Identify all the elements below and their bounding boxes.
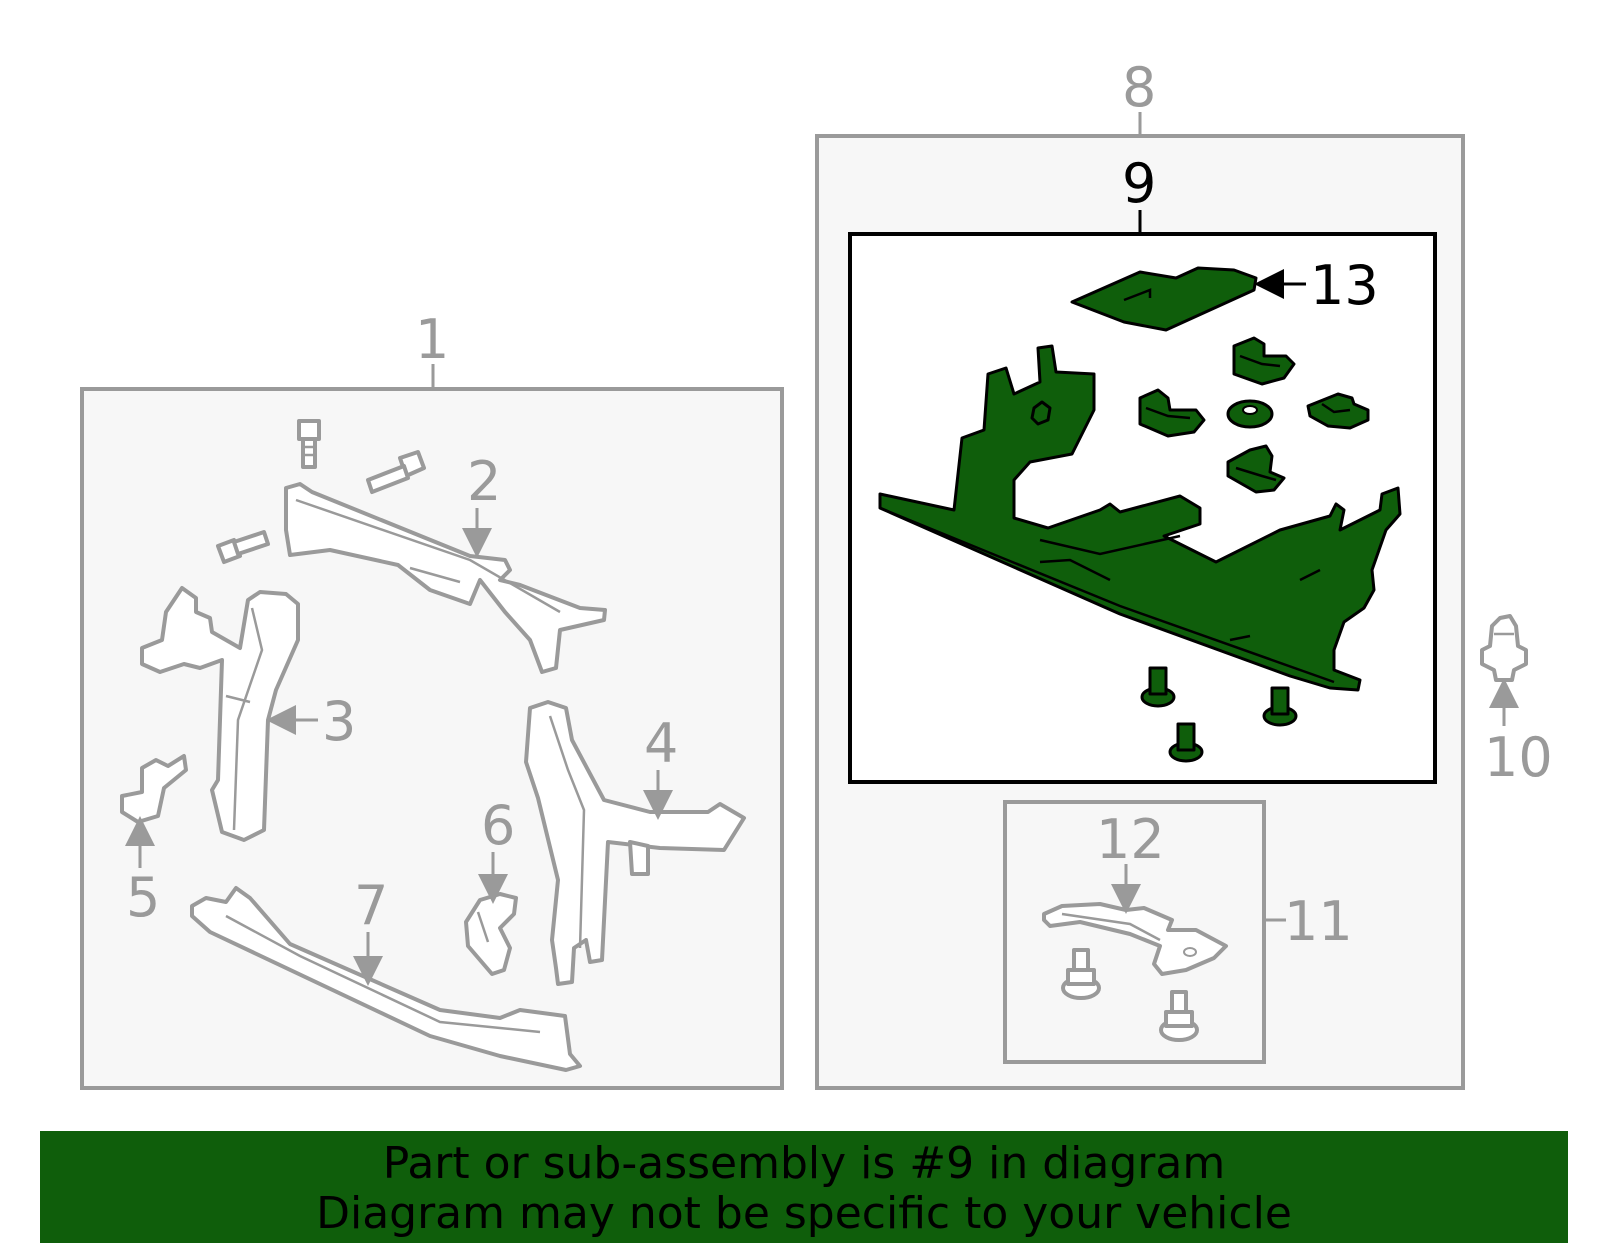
callout-3[interactable]: 3 — [322, 690, 356, 753]
part-4-right-side-member: 4 — [524, 700, 746, 986]
callout-6[interactable]: 6 — [481, 794, 515, 857]
assembly-box-1: 1 — [80, 308, 784, 1090]
part-9-air-baffle — [878, 344, 1402, 692]
bolt-icon — [1168, 722, 1204, 763]
bolt-icon — [366, 450, 426, 494]
bolt-icon — [1159, 990, 1199, 1042]
callout-1[interactable]: 1 — [415, 308, 449, 371]
part-5-bracket: 5 — [120, 754, 188, 929]
callout-5[interactable]: 5 — [126, 866, 160, 929]
clip-icon — [1138, 388, 1206, 438]
callout-8[interactable]: 8 — [1122, 56, 1156, 119]
callout-4[interactable]: 4 — [644, 712, 678, 775]
part-2-upper-support: 2 — [284, 450, 607, 674]
callout-7[interactable]: 7 — [354, 874, 388, 937]
callout-11[interactable]: 11 — [1284, 890, 1353, 953]
clip-icon — [1226, 444, 1286, 494]
banner-line-1: Part or sub-assembly is #9 in diagram — [382, 1138, 1226, 1189]
clip-icon — [1232, 336, 1296, 386]
bolt-icon — [1140, 666, 1176, 708]
banner-line-2: Diagram may not be specific to your vehi… — [316, 1188, 1292, 1239]
part-7-lower-crossmember: 7 — [190, 874, 582, 1072]
clip-icon — [1306, 392, 1370, 430]
bolt-icon — [1262, 686, 1298, 727]
part-3-left-side-member: 3 — [140, 586, 356, 842]
part-12-bracket: 12 — [1042, 808, 1228, 976]
part-6-bracket: 6 — [464, 794, 518, 976]
bolt-icon — [216, 530, 270, 564]
callout-10[interactable]: 10 — [1484, 726, 1553, 789]
grommet-icon — [1226, 399, 1274, 429]
callout-12[interactable]: 12 — [1096, 808, 1165, 871]
part-10-push-clip: 10 — [1480, 614, 1553, 789]
callout-13[interactable]: 13 — [1310, 254, 1379, 317]
callout-2[interactable]: 2 — [467, 450, 501, 513]
bolt-icon — [1061, 948, 1101, 1000]
bolt-icon — [297, 419, 321, 469]
part-13-deflector: 13 — [1070, 254, 1379, 332]
callout-9[interactable]: 9 — [1122, 152, 1156, 215]
info-banner: Part or sub-assembly is #9 in diagram Di… — [40, 1131, 1568, 1243]
